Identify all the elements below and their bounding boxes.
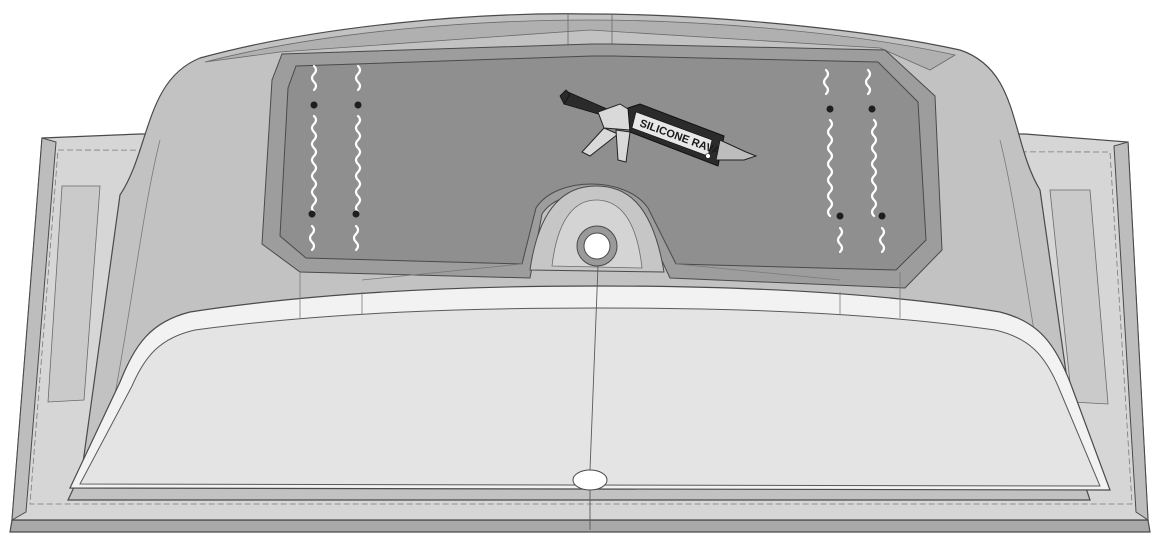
fixing-point	[310, 101, 318, 109]
deck-inner-line	[29, 149, 1133, 505]
silicone-bead-icon	[308, 224, 316, 252]
silicone-beads	[308, 64, 886, 254]
silicone-bead-icon	[354, 64, 362, 92]
basin-back-panel	[204, 19, 957, 71]
drain-hole-icon	[572, 469, 608, 491]
silicone-bead-icon	[870, 118, 878, 218]
silicone-bead-icon	[836, 226, 844, 254]
fixing-point	[826, 105, 834, 113]
fixing-point	[308, 210, 316, 218]
basin-bowl	[69, 263, 1111, 530]
fixing-point	[868, 105, 876, 113]
fixing-point	[878, 212, 886, 220]
gun-handle	[615, 129, 631, 163]
gun-trigger	[581, 127, 619, 157]
silicone-bead-icon	[826, 118, 834, 218]
deck-right-pocket	[1049, 189, 1109, 405]
silicone-bead-icon	[310, 64, 318, 92]
silicone-bead-icon	[864, 68, 872, 96]
fixing-point	[352, 210, 360, 218]
basin-center-seam-top	[567, 14, 613, 48]
silicone-bead-icon	[354, 114, 362, 214]
fixing-point	[354, 101, 362, 109]
basin-inner-surface	[79, 307, 1101, 487]
deck-left-edge	[11, 137, 57, 521]
silicone-bead-icon	[878, 226, 886, 254]
cartridge-cap-dot	[705, 153, 711, 159]
silicone-bead-icon	[822, 68, 830, 96]
fixing-points	[308, 101, 886, 220]
deck-right-edge	[1113, 141, 1149, 521]
gun-nozzle	[715, 139, 758, 161]
silicone-bead-icon	[352, 224, 360, 252]
mounting-area-flat	[279, 55, 927, 271]
gun-rod-hook	[559, 89, 571, 105]
tap-hole-opening	[583, 232, 611, 260]
deck-left-pocket	[47, 185, 101, 403]
basin-rim-to-panel	[299, 263, 901, 296]
basin-rim-segments	[299, 292, 901, 318]
mounting-area	[261, 43, 943, 289]
deck-front-face	[9, 519, 1151, 533]
silicone-bead-icon	[310, 114, 318, 214]
fixing-point	[836, 212, 844, 220]
